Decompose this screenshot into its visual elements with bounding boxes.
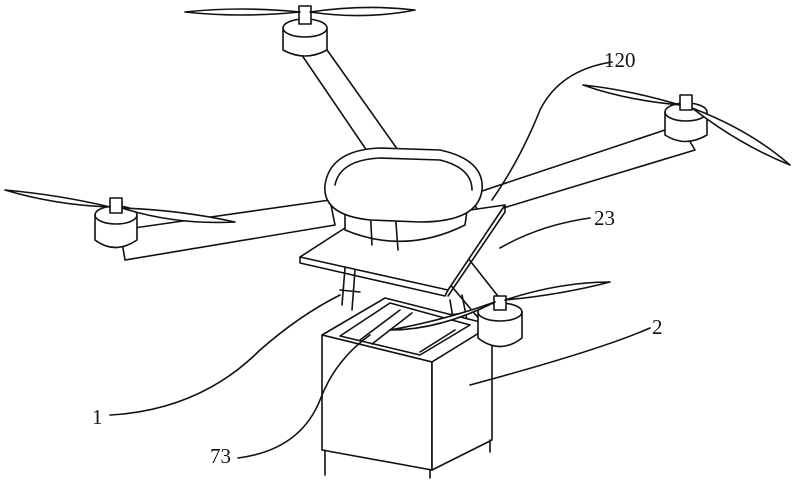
label-73: 73 (210, 444, 231, 468)
motors (94, 5, 708, 348)
drone-body (324, 147, 483, 251)
label-23: 23 (594, 206, 615, 230)
label-2: 2 (652, 315, 663, 339)
cargo-box (321, 297, 493, 479)
propellers (4, 6, 791, 331)
label-120: 120 (604, 48, 636, 72)
leader-lines (109, 61, 651, 459)
label-1: 1 (92, 405, 103, 429)
